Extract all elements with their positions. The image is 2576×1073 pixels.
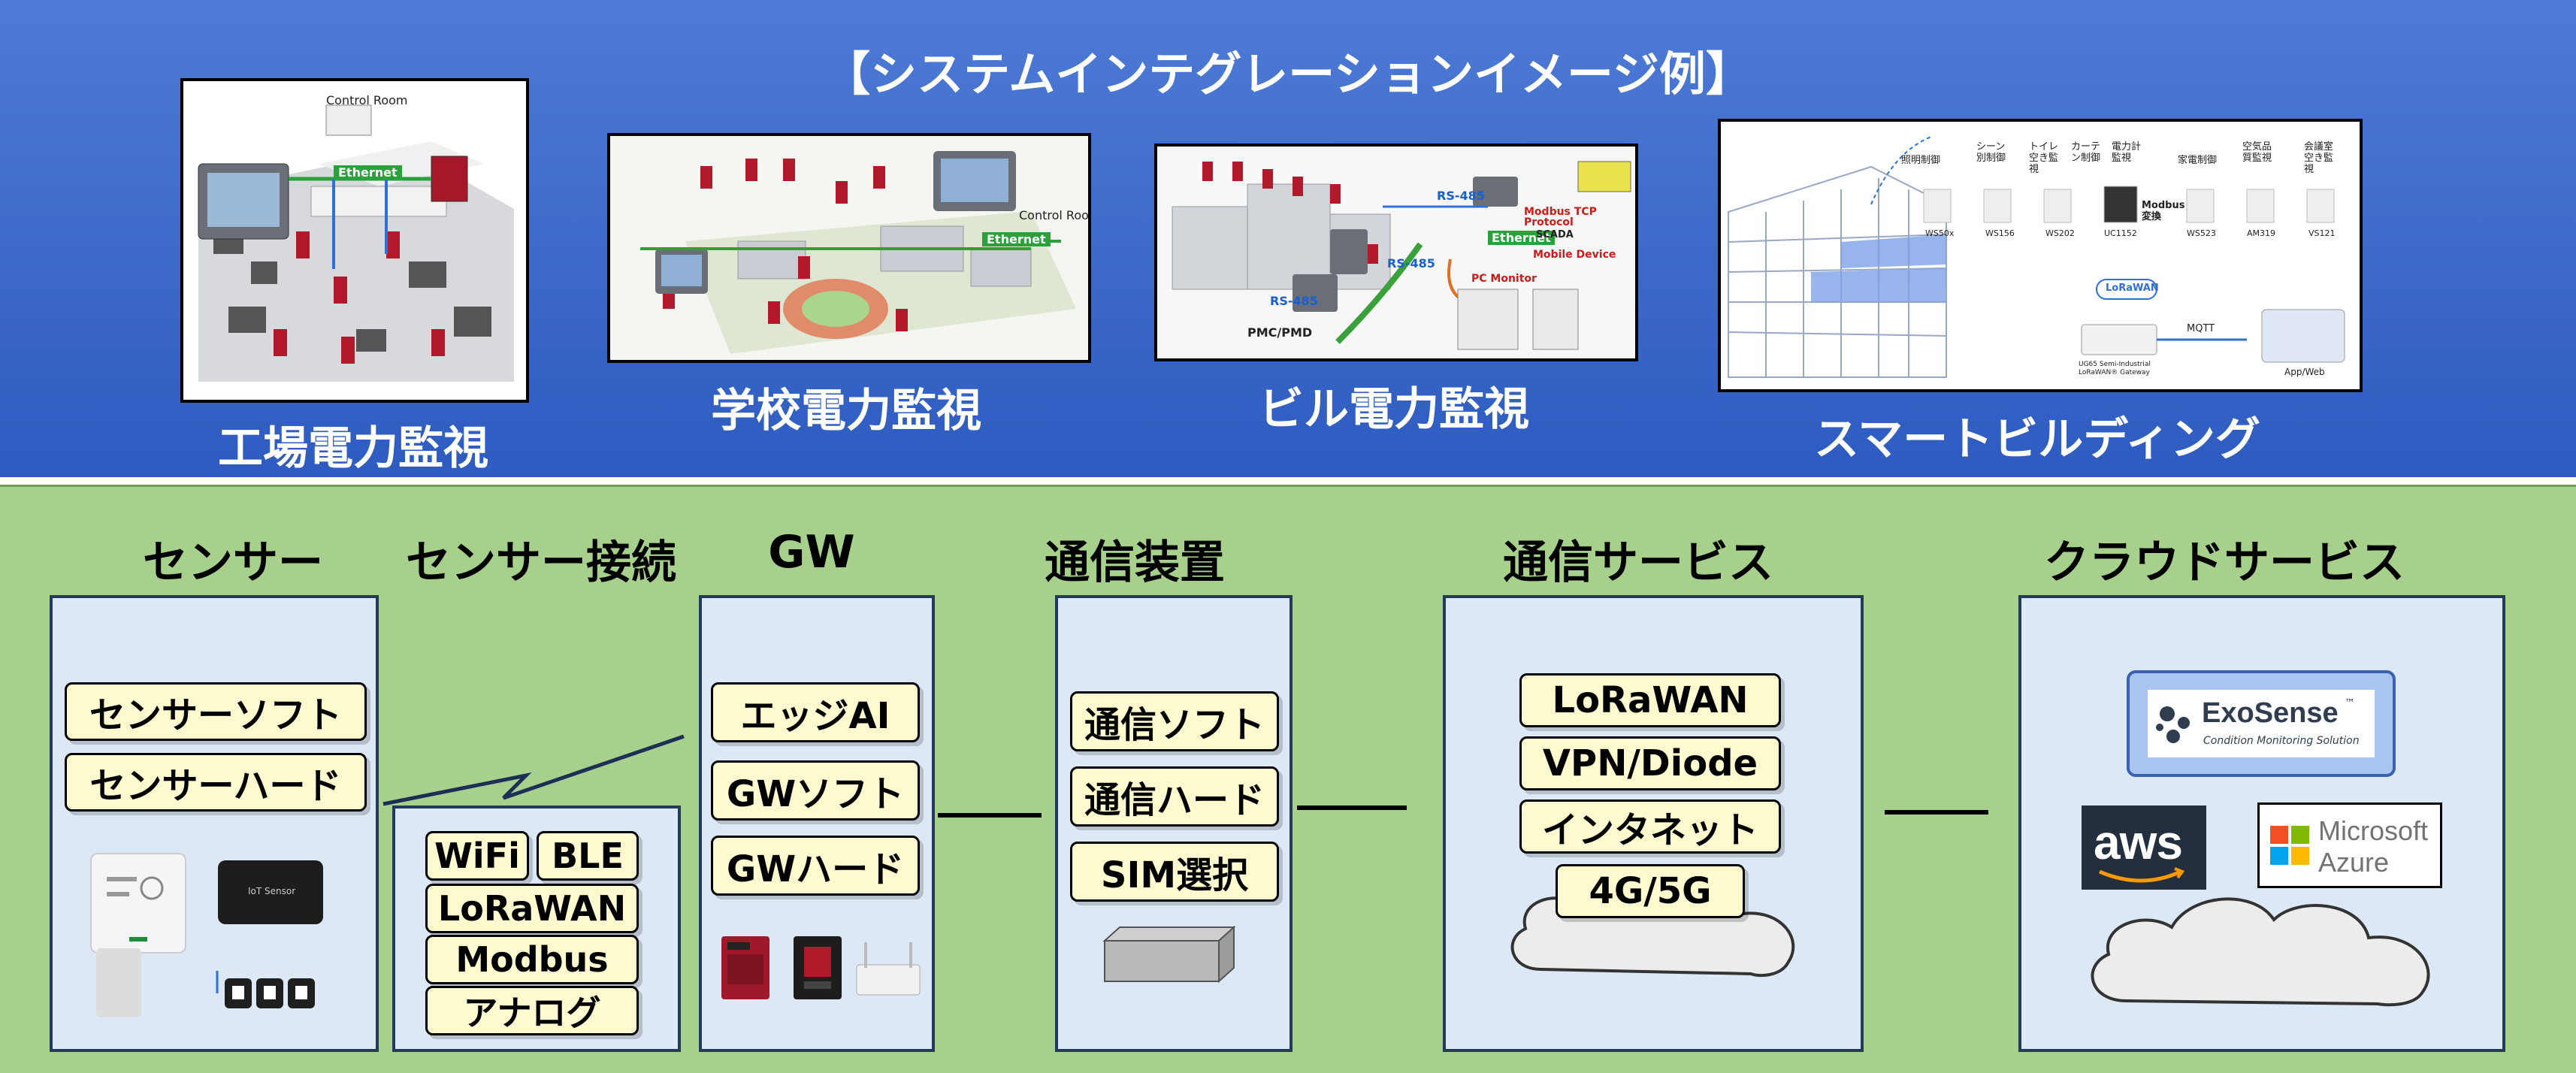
edge-ai-box: エッジAI <box>711 682 920 742</box>
vpn-diode-box: VPN/Diode <box>1519 736 1781 790</box>
microsoft-icon <box>2270 826 2309 865</box>
comm-soft-box: 通信ソフト <box>1070 691 1279 751</box>
gateway-device-image <box>854 935 923 1002</box>
aws-text: aws <box>2094 815 2183 869</box>
ethernet-label: Ethernet <box>334 165 402 180</box>
rs485-label: RS-485 <box>1437 189 1485 203</box>
ble-box: BLE <box>537 831 639 881</box>
exosense-name: ExoSense <box>2202 697 2339 729</box>
col-title-connection: センサー接続 <box>406 536 676 589</box>
col-title-sensor: センサー <box>143 536 323 589</box>
connector-line <box>938 813 1042 818</box>
control-room-label: Control Room <box>1019 208 1089 222</box>
device-label: WS50x <box>1925 228 1955 238</box>
exosense-subtitle: Condition Monitoring Solution <box>2203 735 2360 747</box>
mqtt-label: MQTT <box>2187 323 2215 334</box>
smart-building-image: 照明制御 シーン別制御 トイレ空き監視 カーテン制御 電力計監視 家電制御 空気… <box>1718 119 2363 392</box>
lorawan-service-box: LoRaWAN <box>1519 673 1781 727</box>
lorawan-box: LoRaWAN <box>425 884 639 933</box>
control-room-label: Control Room <box>326 93 408 107</box>
top-banner: 【システムインテグレーションイメージ例】 Control Room Ethern… <box>0 0 2576 477</box>
analog-box: アナログ <box>425 986 639 1035</box>
azure-text: Azure <box>2318 847 2390 878</box>
modbus-convert-label: Modbus 変換 <box>2142 200 2185 222</box>
col-title-comm-device: 通信装置 <box>1045 536 1225 589</box>
scada-label: SCADA <box>1536 229 1574 240</box>
exosense-tm: ™ <box>2345 697 2355 709</box>
icon-label: トイレ空き監視 <box>2029 141 2059 175</box>
icon-label: 家電制御 <box>2178 155 2218 166</box>
mobile-device-label: Mobile Device <box>1533 249 1616 261</box>
rs485-label: RS-485 <box>1387 256 1435 271</box>
sensor-hard-box: センサーハード <box>65 753 367 812</box>
internet-box: インタネット <box>1519 799 1781 854</box>
4g5g-box: 4G/5G <box>1556 864 1745 918</box>
sensor-soft-box: センサーソフト <box>65 682 367 741</box>
device-label: UC1152 <box>2104 228 2137 238</box>
rs485-label: RS-485 <box>1270 294 1318 308</box>
exosense-logo-box: ExoSense ™ Condition Monitoring Solution <box>2127 670 2396 777</box>
connector-line <box>1297 806 1407 810</box>
gateway-device-image <box>714 932 777 1004</box>
gateway-label: UG65 Semi-Industrial LoRaWAN® Gateway <box>2079 361 2151 376</box>
caption-building: ビル電力監視 <box>1259 383 1529 436</box>
modbus-box: Modbus <box>425 935 639 984</box>
school-image: Control Room Ethernet <box>607 133 1091 363</box>
caption-factory: 工場電力監視 <box>218 422 488 475</box>
gw-soft-box: GWソフト <box>711 760 920 821</box>
iot-sensor-image: IoT Sensor <box>218 860 323 924</box>
connector-line <box>1885 810 1988 815</box>
device-label: VS121 <box>2308 228 2336 238</box>
aws-smile-icon <box>2099 867 2185 883</box>
gw-hard-box: GWハード <box>711 836 920 896</box>
banner-title: 【システムインテグレーションイメージ例】 <box>824 47 1752 101</box>
col-title-gw: GW <box>768 526 855 579</box>
sensor-device-image <box>90 853 186 954</box>
iot-sensor-label: IoT Sensor <box>248 886 296 896</box>
modbus-tcp-label: Modbus TCP Protocol <box>1524 206 1597 228</box>
exosense-icon <box>2156 706 2190 743</box>
microsoft-text: Microsoft <box>2318 815 2429 846</box>
comm-device-image <box>1102 923 1237 986</box>
aws-logo: aws <box>2082 806 2206 890</box>
icon-label: カーテン制御 <box>2071 141 2101 164</box>
icon-label: 会議室空き監視 <box>2304 141 2334 175</box>
pmc-label: PMC/PMD <box>1247 325 1313 340</box>
ethernet-label: Ethernet <box>1488 231 1555 245</box>
app-web-label: App/Web <box>2284 367 2325 377</box>
icon-label: シーン別制御 <box>1976 141 2006 164</box>
lorawan-badge: LoRaWAN <box>2106 283 2159 294</box>
pc-monitor-label: PC Monitor <box>1471 273 1537 285</box>
cloud-shape <box>2091 897 2430 1007</box>
caption-school: 学校電力監視 <box>711 385 981 437</box>
col-title-comm-service: 通信サービス <box>1503 536 1773 589</box>
device-label: WS156 <box>1985 228 2015 238</box>
factory-image: Control Room Ethernet <box>180 78 529 403</box>
device-label: WS202 <box>2045 228 2075 238</box>
sim-select-box: SIM選択 <box>1070 842 1279 902</box>
wifi-box: WiFi <box>425 831 529 881</box>
exosense-logo: ExoSense ™ Condition Monitoring Solution <box>2148 690 2375 757</box>
ethernet-label: Ethernet <box>982 232 1051 246</box>
gateway-device-image <box>786 932 849 1004</box>
ct-clamp-image <box>214 971 323 1014</box>
wireless-link-line <box>382 734 685 806</box>
azure-logo: Microsoft Azure <box>2257 802 2442 888</box>
building-image: Ethernet RS-485 RS-485 RS-485 PMC/PMD Mo… <box>1154 144 1638 361</box>
probe-sensor-image <box>96 948 141 1017</box>
comm-hard-box: 通信ハード <box>1070 766 1279 827</box>
icon-label: 電力計監視 <box>2112 141 2142 164</box>
device-label: AM319 <box>2247 228 2276 238</box>
col-title-cloud: クラウドサービス <box>2044 536 2405 589</box>
caption-smart-building: スマートビルディング <box>1814 413 2260 466</box>
icon-label: 照明制御 <box>1901 155 1941 166</box>
icon-label: 空気品質監視 <box>2242 141 2272 164</box>
device-label: WS523 <box>2187 228 2216 238</box>
